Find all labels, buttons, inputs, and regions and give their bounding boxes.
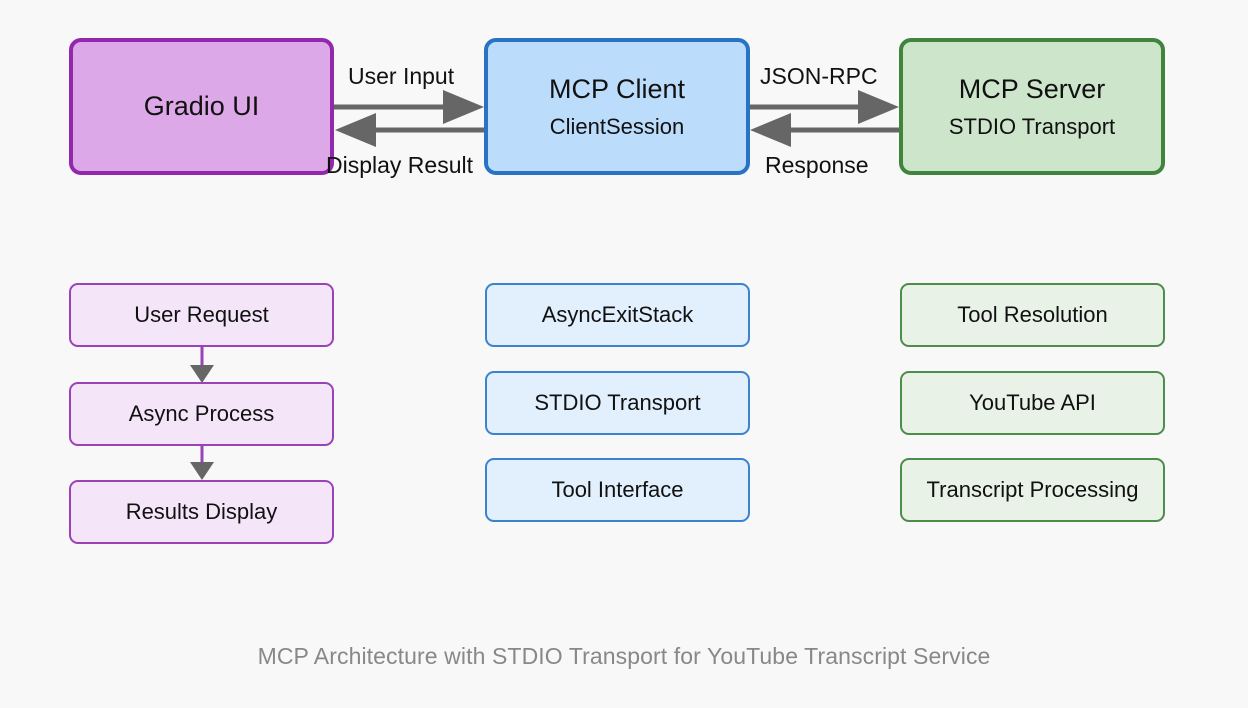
node-async-process[interactable]: Async Process	[69, 382, 334, 446]
node-mcp-server[interactable]: MCP Server STDIO Transport	[899, 38, 1165, 175]
node-async-exit-stack-label: AsyncExitStack	[541, 301, 694, 327]
node-user-request-label: User Request	[134, 301, 269, 327]
node-gradio-ui[interactable]: Gradio UI	[69, 38, 334, 175]
node-tool-interface-label: Tool Interface	[551, 476, 684, 502]
arrow-user-input	[333, 90, 484, 124]
arrow-display-result	[335, 113, 484, 147]
node-stdio-transport[interactable]: STDIO Transport	[485, 371, 750, 435]
edge-label-display-result: Display Result	[326, 152, 473, 178]
node-mcp-server-title: MCP Server	[958, 73, 1106, 104]
node-tool-resolution-label: Tool Resolution	[957, 301, 1108, 327]
node-user-request[interactable]: User Request	[69, 283, 334, 347]
node-gradio-ui-title: Gradio UI	[143, 91, 260, 122]
node-stdio-transport-label: STDIO Transport	[534, 389, 701, 415]
connector-async-process-to-results-display	[190, 446, 214, 480]
connector-user-request-to-async-process	[190, 347, 214, 383]
node-results-display[interactable]: Results Display	[69, 480, 334, 544]
node-async-exit-stack[interactable]: AsyncExitStack	[485, 283, 750, 347]
edge-label-json-rpc: JSON-RPC	[760, 63, 878, 89]
node-tool-resolution[interactable]: Tool Resolution	[900, 283, 1165, 347]
arrow-json-rpc	[750, 90, 899, 124]
node-youtube-api-label: YouTube API	[969, 389, 1096, 415]
node-results-display-label: Results Display	[125, 498, 278, 524]
node-transcript-processing-label: Transcript Processing	[926, 476, 1139, 502]
node-mcp-client-title: MCP Client	[548, 73, 686, 104]
diagram-caption: MCP Architecture with STDIO Transport fo…	[257, 643, 991, 669]
node-mcp-client-subtitle: ClientSession	[549, 113, 685, 139]
arrow-response	[750, 113, 899, 147]
node-mcp-client[interactable]: MCP Client ClientSession	[484, 38, 750, 175]
node-youtube-api[interactable]: YouTube API	[900, 371, 1165, 435]
node-tool-interface[interactable]: Tool Interface	[485, 458, 750, 522]
node-mcp-server-subtitle: STDIO Transport	[948, 113, 1116, 139]
node-transcript-processing[interactable]: Transcript Processing	[900, 458, 1165, 522]
edge-label-response: Response	[765, 152, 869, 178]
edge-label-user-input: User Input	[348, 63, 455, 89]
node-async-process-label: Async Process	[128, 400, 275, 426]
